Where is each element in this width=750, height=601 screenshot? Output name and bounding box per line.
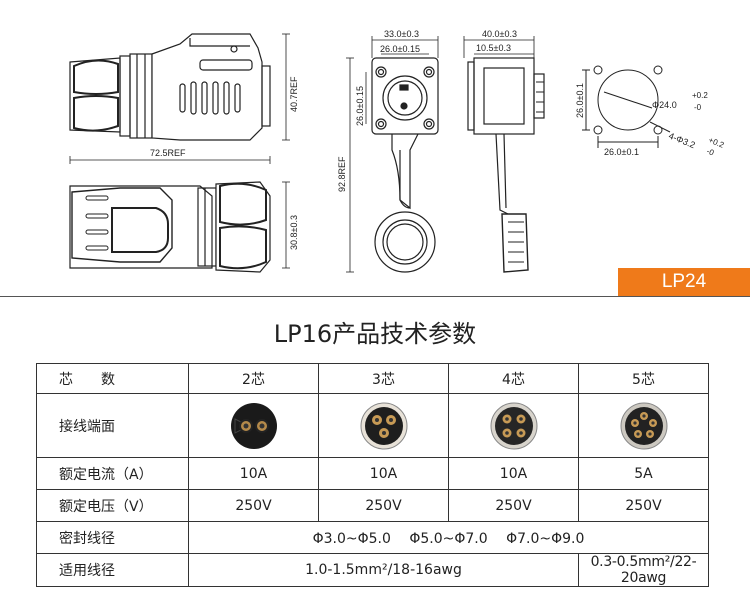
dim-phi24-tol-up: +0.2 (692, 91, 708, 100)
dim-10-5: 10.5±0.3 (476, 43, 511, 53)
side-view-connector (69, 33, 271, 141)
header-col: 4芯 (448, 363, 579, 394)
current-label: 额定电流（A） (36, 457, 189, 490)
technical-drawing: 72.5REF 40.7REF 30.8±0.3 (0, 0, 750, 298)
top-view-connector (69, 181, 271, 273)
dim-33: 33.0±0.3 (384, 29, 419, 39)
voltage-value: 250V (188, 489, 319, 522)
connector-5pin-icon (620, 402, 667, 449)
dim-40-7: 40.7REF (289, 76, 299, 112)
header-col: 3芯 (318, 363, 449, 394)
current-value: 10A (318, 457, 449, 490)
dim-30-8: 30.8±0.3 (289, 215, 299, 250)
dim-92-8: 92.8REF (337, 156, 347, 192)
current-value: 10A (188, 457, 319, 490)
table-row-header: 芯 数 2芯 3芯 4芯 5芯 (36, 363, 709, 394)
wire-value-main: 1.0-1.5mm²/18-16awg (188, 553, 579, 587)
dim-phi32: 4-Φ3.2 (667, 131, 696, 151)
side-view-panel (467, 57, 545, 273)
spec-table: 芯 数 2芯 3芯 4芯 5芯 接线端面 (36, 363, 709, 587)
dim-26-right: 26.0±0.1 (575, 83, 585, 118)
table-row-pins: 接线端面 (36, 393, 709, 458)
panel-cutout (582, 65, 671, 148)
dim-phi32-tol-dn: -0 (705, 147, 715, 158)
dim-26-15: 26.0±0.15 (380, 44, 420, 54)
dim-phi24: Φ24.0 (652, 100, 677, 110)
voltage-value: 250V (578, 489, 709, 522)
wire-label: 适用线径 (36, 553, 189, 587)
dim-26-v: 26.0±0.15 (355, 86, 365, 126)
voltage-label: 额定电压（V） (36, 489, 189, 522)
table-row-voltage: 额定电压（V） 250V 250V 250V 250V (36, 489, 709, 522)
voltage-value: 250V (318, 489, 449, 522)
dim-40: 40.0±0.3 (482, 29, 517, 39)
front-view-panel (371, 57, 439, 273)
header-label: 芯 数 (36, 363, 189, 394)
voltage-value: 250V (448, 489, 579, 522)
seal-value: Φ3.0~Φ5.0 Φ5.0~Φ7.0 Φ7.0~Φ9.0 (188, 521, 709, 554)
dim-26-bottom: 26.0±0.1 (604, 147, 639, 157)
pin-row-label: 接线端面 (36, 393, 189, 458)
connector-3pin-icon (360, 402, 407, 449)
section-divider (0, 296, 750, 297)
wire-value-small: 0.3-0.5mm²/22-20awg (578, 553, 709, 587)
connector-drawing-svg: 72.5REF 40.7REF 30.8±0.3 (69, 29, 726, 273)
current-value: 5A (578, 457, 709, 490)
model-tag: LP24 (618, 268, 750, 296)
dim-72-5: 72.5REF (150, 148, 186, 158)
dim-phi24-tol-dn: -0 (694, 103, 702, 112)
current-value: 10A (448, 457, 579, 490)
header-col: 5芯 (578, 363, 709, 394)
table-row-current: 额定电流（A） 10A 10A 10A 5A (36, 457, 709, 490)
header-col: 2芯 (188, 363, 319, 394)
table-row-wire: 适用线径 1.0-1.5mm²/18-16awg 0.3-0.5mm²/22-2… (36, 553, 709, 587)
connector-2pin-icon (230, 402, 277, 449)
page-title: LP16产品技术参数 (273, 320, 477, 348)
connector-4pin-icon (490, 402, 537, 449)
table-row-seal: 密封线径 Φ3.0~Φ5.0 Φ5.0~Φ7.0 Φ7.0~Φ9.0 (36, 521, 709, 554)
seal-label: 密封线径 (36, 521, 189, 554)
